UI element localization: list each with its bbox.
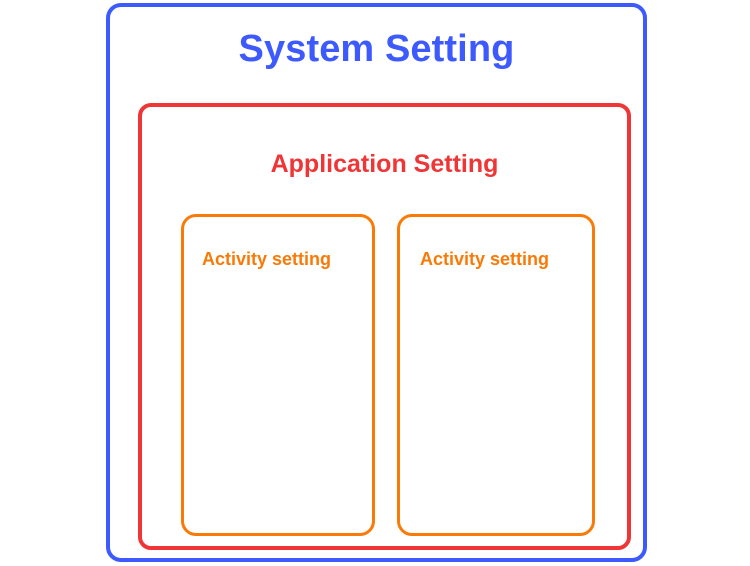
application-setting-title: Application Setting [270,150,499,178]
activity-setting-row: Activity setting Activity setting [142,214,627,536]
activity-setting-title-1: Activity setting [202,249,332,269]
system-setting-container: System Setting Application Setting Activ… [106,3,647,562]
activity-setting-title-2: Activity setting [420,249,550,269]
system-setting-title: System Setting [238,28,515,70]
activity-setting-container-1: Activity setting [181,214,375,536]
activity-setting-container-2: Activity setting [397,214,595,536]
application-setting-container: Application Setting Activity setting Act… [138,103,631,550]
